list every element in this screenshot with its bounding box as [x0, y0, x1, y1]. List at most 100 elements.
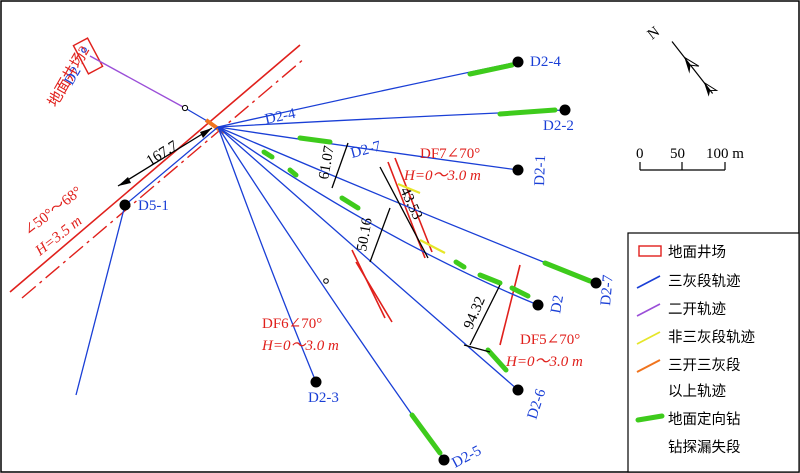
- fault-df6-h: H=0～3.0 m: [261, 338, 339, 354]
- dim-line-2: [331, 142, 349, 189]
- leak-hub-2: [287, 167, 299, 178]
- legend-swatch-second-spud: [636, 303, 661, 317]
- leak-d2-1: [297, 135, 333, 145]
- dim-label-4: 50.16: [354, 216, 376, 253]
- dim-label-5: 94.32: [461, 294, 489, 331]
- endpoint-d2-3: [310, 376, 322, 388]
- legend-label-surface-site: 地面井场: [668, 244, 726, 261]
- dim-arrow-1a: [118, 177, 131, 186]
- dim-line-5: [469, 284, 501, 346]
- label-d2-2: D2-2: [543, 118, 574, 134]
- endpoint-d2: [532, 299, 544, 311]
- label-d2-3: D2-3: [308, 390, 339, 406]
- legend-box: [627, 232, 800, 473]
- legend-swatch-limestone-track: [636, 275, 661, 289]
- legend-swatch-third-spud: [636, 359, 661, 373]
- leak-hub-1: [261, 149, 275, 160]
- north-arrow-tail-left: [704, 82, 711, 97]
- endpoint-d2-7: [590, 277, 602, 289]
- endpoint-d5-1: [119, 199, 131, 211]
- leak-d2-d: [453, 259, 467, 270]
- label-d2-7-top: D2-7: [349, 138, 383, 162]
- label-d2-7: D2-7: [598, 274, 617, 307]
- yellow-seg-1: [397, 182, 421, 195]
- label-d2-4-mid: D2-4: [264, 106, 298, 128]
- leak-d2-2: [497, 107, 558, 117]
- north-arrow-head-left: [684, 57, 691, 74]
- legend-label-second-spud: 二开轨迹: [668, 301, 726, 318]
- well-pad-rect: [72, 37, 104, 75]
- north-arrow-head-right: [683, 56, 700, 67]
- leak-d2-c: [339, 195, 361, 211]
- scale-bar: [639, 162, 726, 171]
- dim-line-4: [369, 207, 391, 263]
- major-fault: [9, 44, 306, 299]
- fault-df6-line-2: [355, 261, 393, 323]
- legend-swatch-leak: [635, 413, 665, 423]
- fault-df7-line-2: [394, 157, 433, 253]
- fault-df5-line: [499, 264, 521, 346]
- non-limestone-segments: [397, 182, 446, 254]
- leak-d2-4: [467, 62, 515, 77]
- endpoint-d2-4: [512, 56, 524, 68]
- dim-tick-5: [463, 344, 491, 353]
- surface-well-label: D2: [62, 64, 85, 88]
- legend-label-leak-2: 钻探漏失段: [668, 439, 741, 456]
- dimension-lines: [117, 127, 501, 353]
- fault-df6-name: DF6∠70°: [262, 316, 322, 332]
- leak-sections: [261, 62, 593, 456]
- track-d2-1: [217, 126, 519, 171]
- legend-swatch-non-limestone: [636, 331, 661, 345]
- surface-site: [72, 37, 104, 75]
- well-pad-marker: [81, 47, 87, 53]
- north-arrow: [671, 41, 719, 97]
- legend-label-limestone-track: 三灰段轨迹: [668, 273, 741, 290]
- label-d2-4: D2-4: [530, 54, 561, 70]
- label-d2: D2: [548, 294, 567, 315]
- label-d2-5: D2-5: [449, 443, 484, 472]
- dim-line-3: [379, 166, 429, 259]
- leak-d2-a: [477, 272, 503, 286]
- endpoint-d2-2: [559, 104, 571, 116]
- legend-label-third-spud-1: 三开三灰段: [668, 357, 741, 374]
- north-label: N: [645, 24, 664, 43]
- label-d5-1: D5-1: [138, 198, 169, 214]
- dim-label-1: 167.7: [144, 138, 182, 170]
- kickoff-point: [181, 104, 189, 112]
- legend-swatch-surface-site: [638, 245, 662, 257]
- scale-label-100: 100 m: [706, 146, 744, 162]
- scale-label-0: 0: [636, 146, 644, 162]
- leak-d2-7: [542, 260, 593, 284]
- minor-faults: [351, 157, 521, 346]
- legend-label-non-limestone: 非三灰段轨迹: [668, 329, 755, 346]
- track-d2-3: [217, 126, 317, 383]
- leak-d2-6: [485, 347, 509, 373]
- yellow-seg-2: [419, 239, 446, 254]
- dim-line-1: [117, 127, 213, 187]
- fault-df7-name: DF7∠70°: [420, 146, 480, 162]
- major-fault-line-a: [9, 44, 301, 293]
- endpoint-d2-1: [512, 164, 524, 176]
- well-endpoints: [119, 56, 602, 466]
- endpoint-d2-6: [512, 384, 524, 396]
- station-d2-5: [323, 278, 329, 284]
- label-d2-6: D2-6: [525, 386, 550, 421]
- label-d2-1: D2-1: [532, 155, 549, 186]
- track-d2-6: [217, 126, 519, 391]
- endpoint-d2-5: [438, 454, 450, 466]
- second-spud-track: [89, 55, 186, 109]
- leak-d2-b: [509, 285, 531, 299]
- legend: 地面井场 三灰段轨迹 二开轨迹 非三灰段轨迹 三开三灰段 以上轨迹 地面定向钻 …: [627, 232, 800, 473]
- north-arrow-tail-right: [703, 82, 719, 91]
- scale-label-50: 50: [670, 146, 685, 162]
- dim-arrow-1b: [200, 128, 212, 138]
- fault-df5-name: DF5∠70°: [520, 332, 580, 348]
- fault-df7-h: H=0～3.0 m: [403, 168, 481, 184]
- track-d5-1: [75, 126, 219, 396]
- dim-label-2: 61.07: [316, 144, 338, 181]
- track-d2: [217, 126, 539, 306]
- legend-label-leak-1: 地面定向钻: [668, 411, 741, 428]
- legend-label-third-spud-2: 以上轨迹: [668, 383, 726, 400]
